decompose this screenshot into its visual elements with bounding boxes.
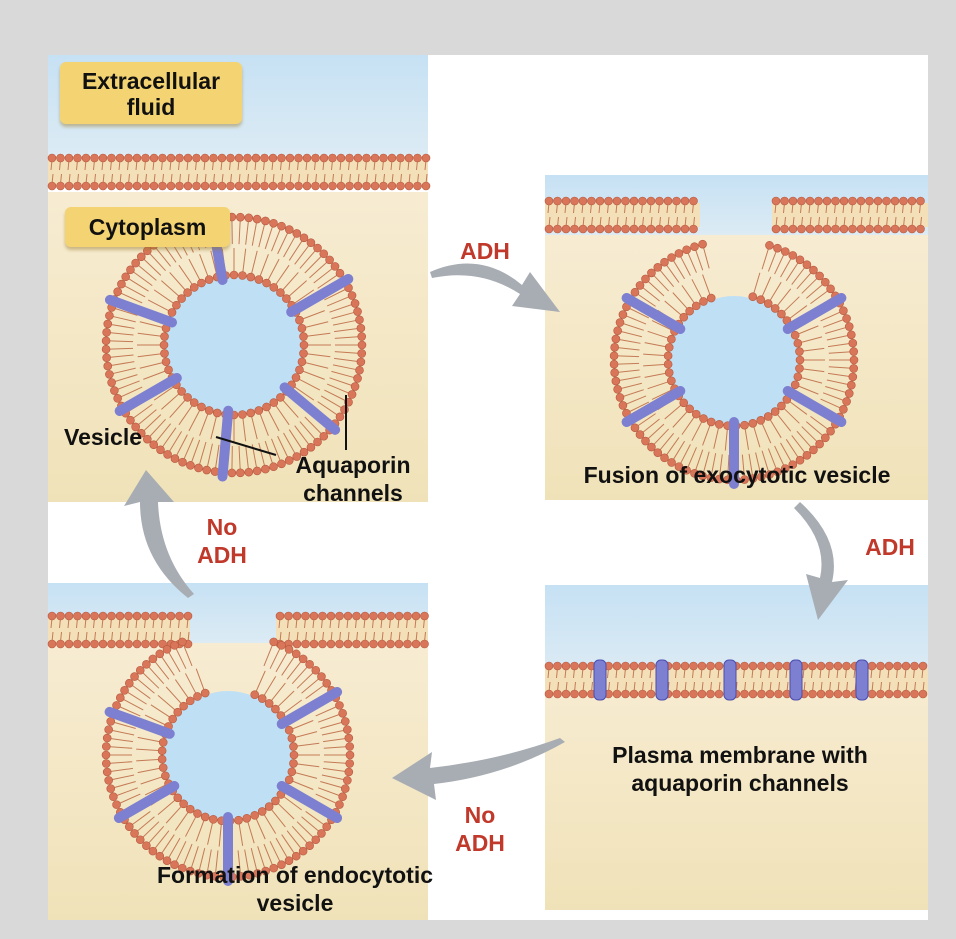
extracellular-fluid-tag: Extracellular fluid xyxy=(60,62,242,124)
aquaporin-channel xyxy=(594,660,606,700)
plasma-membrane-top-left xyxy=(48,154,430,190)
no-adh-label-left: No ADH xyxy=(182,514,262,569)
adh-label-top: ADH xyxy=(450,238,520,266)
aquaporin-channel xyxy=(790,660,802,700)
no-adh-label-bottom: No ADH xyxy=(440,802,520,857)
aquaporin-channel xyxy=(724,660,736,700)
plasma-membrane-label: Plasma membrane with aquaporin channels xyxy=(590,742,890,797)
vesicle-label: Vesicle xyxy=(64,424,174,452)
plasma-membrane-with-aquaporins xyxy=(545,660,928,700)
aquaporin-channel xyxy=(856,660,868,700)
cytoplasm-tag: Cytoplasm xyxy=(65,207,230,247)
fusion-label: Fusion of exocytotic vesicle xyxy=(548,462,926,490)
aquaporin-channel xyxy=(656,660,668,700)
aquaporin-channel xyxy=(222,411,228,477)
panel-fusion xyxy=(545,175,928,500)
formation-label: Formation of endocytotic vesicle xyxy=(150,862,440,917)
adh-label-right: ADH xyxy=(852,534,928,562)
aquaporin-channels-label: Aquaporin channels xyxy=(278,452,428,507)
